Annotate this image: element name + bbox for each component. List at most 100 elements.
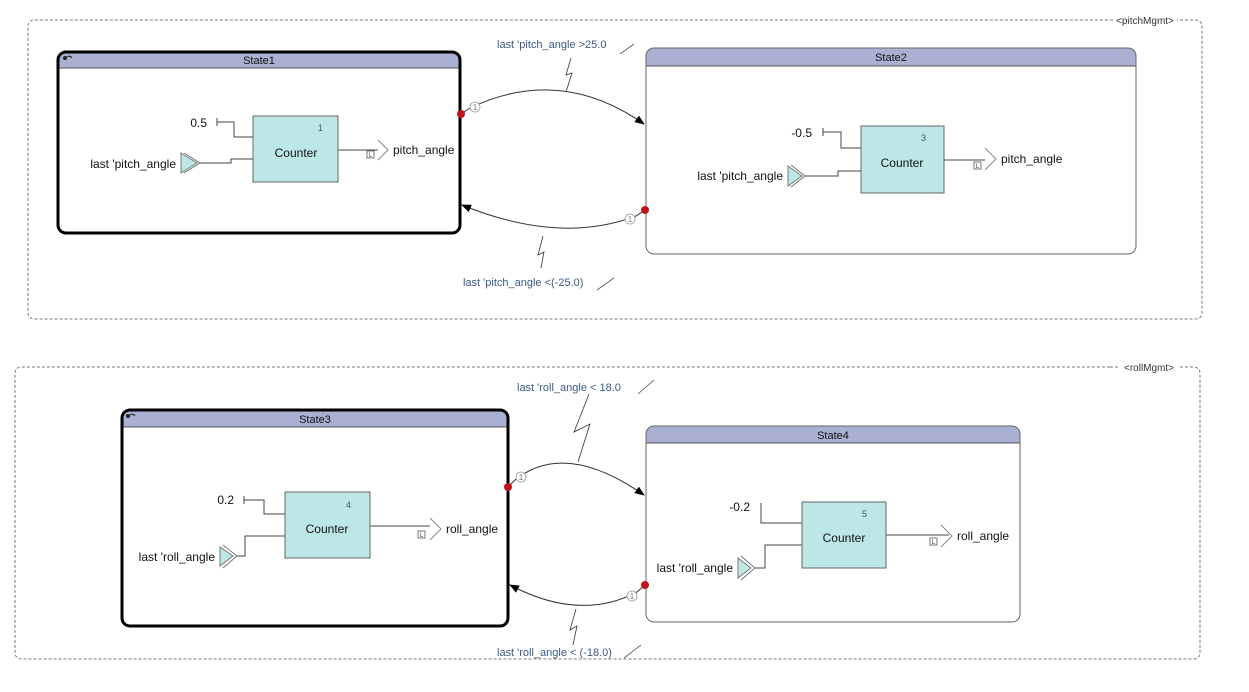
guard-tick	[637, 379, 655, 395]
input-port-label: last 'pitch_angle	[90, 157, 176, 171]
block-number: 5	[862, 509, 867, 519]
output-port-icon[interactable]	[940, 524, 953, 548]
initial-state-icon	[63, 55, 73, 60]
output-port-icon[interactable]	[984, 147, 997, 171]
region-label-bg	[1118, 360, 1180, 374]
input-port-icon[interactable]	[737, 555, 756, 581]
guard-tick	[596, 277, 615, 291]
guard-leader	[573, 393, 591, 463]
state-state1[interactable]: State1 0.5 last 'pitch_angle 1 Counter L…	[56, 50, 462, 235]
input-port-icon[interactable]	[219, 544, 238, 569]
input-port-label: last 'pitch_angle	[697, 169, 783, 183]
input-port-label: last 'roll_angle	[657, 561, 734, 575]
guard-leader	[537, 235, 545, 269]
output-port-label: roll_angle	[957, 529, 1009, 543]
state-border	[645, 425, 1021, 623]
transition-arc[interactable]	[507, 462, 645, 496]
transition-state1-to-state2[interactable]: 1 last 'pitch_angle >25.0	[457, 39, 645, 125]
transition-state4-to-state3[interactable]: 1 last 'roll_angle < (-18.0)	[497, 581, 649, 659]
priority-number: 1	[628, 215, 633, 224]
counter-block[interactable]: 1 Counter	[252, 115, 339, 183]
guard-label[interactable]: last 'roll_angle < 18.0	[517, 382, 621, 394]
transition-arc[interactable]	[460, 89, 645, 125]
initial-state-icon	[126, 413, 136, 418]
state-border	[120, 408, 510, 628]
constant-wire	[243, 496, 285, 515]
priority-number: 1	[473, 103, 478, 112]
guard-label[interactable]: last 'pitch_angle <(-25.0)	[463, 277, 583, 289]
output-port-icon[interactable]	[429, 517, 442, 541]
region-label: <pitchMgmt>	[1116, 16, 1174, 27]
constant-value: -0.2	[729, 500, 750, 514]
output-port-label: pitch_angle	[393, 143, 455, 157]
latch-icon: L	[973, 161, 982, 170]
svg-text:L: L	[369, 153, 373, 159]
counter-block[interactable]: 5 Counter	[801, 501, 887, 569]
region-border	[27, 19, 1203, 320]
state-header	[646, 426, 1020, 443]
state-state2[interactable]: State2 -0.5 last 'pitch_angle 3 Counter …	[645, 47, 1137, 255]
input-wire	[755, 544, 802, 569]
latch-icon: L	[366, 150, 375, 159]
output-port-icon[interactable]	[377, 139, 389, 161]
block-label: Counter	[823, 531, 866, 545]
priority-badge	[469, 101, 481, 113]
guard-label[interactable]: last 'roll_angle < (-18.0)	[497, 647, 612, 659]
svg-text:L: L	[976, 164, 980, 170]
transition-source-dot	[641, 206, 649, 214]
constant-value: 0.2	[217, 493, 234, 507]
transition-state2-to-state1[interactable]: 1 last 'pitch_angle <(-25.0)	[461, 204, 649, 291]
region-pitch-mgmt[interactable]: <pitchMgmt>	[27, 13, 1203, 320]
output-port-label: pitch_angle	[1001, 152, 1063, 166]
block-label: Counter	[275, 146, 318, 160]
transition-source-dot	[457, 110, 465, 118]
transition-arc[interactable]	[461, 204, 646, 229]
transition-source-dot	[504, 483, 512, 491]
input-port-label: last 'roll_angle	[139, 550, 216, 564]
svg-text:L: L	[420, 533, 424, 539]
block-number: 1	[318, 123, 323, 133]
block-label: Counter	[881, 156, 924, 170]
priority-badge	[515, 471, 527, 483]
block-label: Counter	[306, 522, 349, 536]
transition-source-dot	[641, 581, 649, 589]
region-border	[14, 366, 1201, 660]
input-port-icon[interactable]	[180, 152, 201, 174]
counter-block[interactable]: 3 Counter	[860, 125, 945, 194]
priority-badge	[624, 213, 636, 225]
constant-wire	[822, 128, 861, 149]
priority-badge	[626, 590, 638, 602]
transition-arc[interactable]	[509, 584, 646, 606]
guard-tick	[623, 644, 642, 659]
block-number: 4	[346, 500, 351, 510]
state-state4[interactable]: State4 -0.2 last 'roll_angle 5 Counter L…	[645, 425, 1021, 623]
block-number: 3	[921, 133, 926, 143]
region-label-bg	[1113, 13, 1177, 27]
guard-leader	[565, 57, 573, 93]
svg-text:L: L	[932, 540, 936, 546]
state-header	[646, 48, 1136, 66]
input-wire	[200, 158, 253, 164]
guard-leader	[569, 608, 578, 646]
state-border	[56, 50, 462, 235]
state-title: State3	[299, 414, 331, 426]
input-port-icon[interactable]	[787, 164, 806, 188]
state-border	[645, 47, 1137, 255]
counter-block[interactable]: 4 Counter	[284, 491, 371, 559]
state-title: State4	[817, 430, 849, 442]
state-title: State1	[243, 55, 275, 67]
input-wire	[805, 170, 861, 177]
guard-label[interactable]: last 'pitch_angle >25.0	[497, 39, 606, 51]
priority-number: 1	[519, 473, 524, 482]
state-state3[interactable]: State3 0.2 last 'roll_angle 4 Counter L …	[120, 408, 510, 628]
constant-value: 0.5	[190, 116, 207, 130]
input-wire	[237, 535, 285, 557]
state-header	[122, 410, 508, 427]
constant-wire	[760, 503, 802, 524]
transition-state3-to-state4[interactable]: 1 last 'roll_angle < 18.0	[504, 379, 655, 496]
output-port-label: roll_angle	[446, 522, 498, 536]
state-title: State2	[875, 52, 907, 64]
region-roll-mgmt[interactable]: <rollMgmt>	[14, 360, 1201, 660]
constant-wire	[216, 118, 253, 138]
